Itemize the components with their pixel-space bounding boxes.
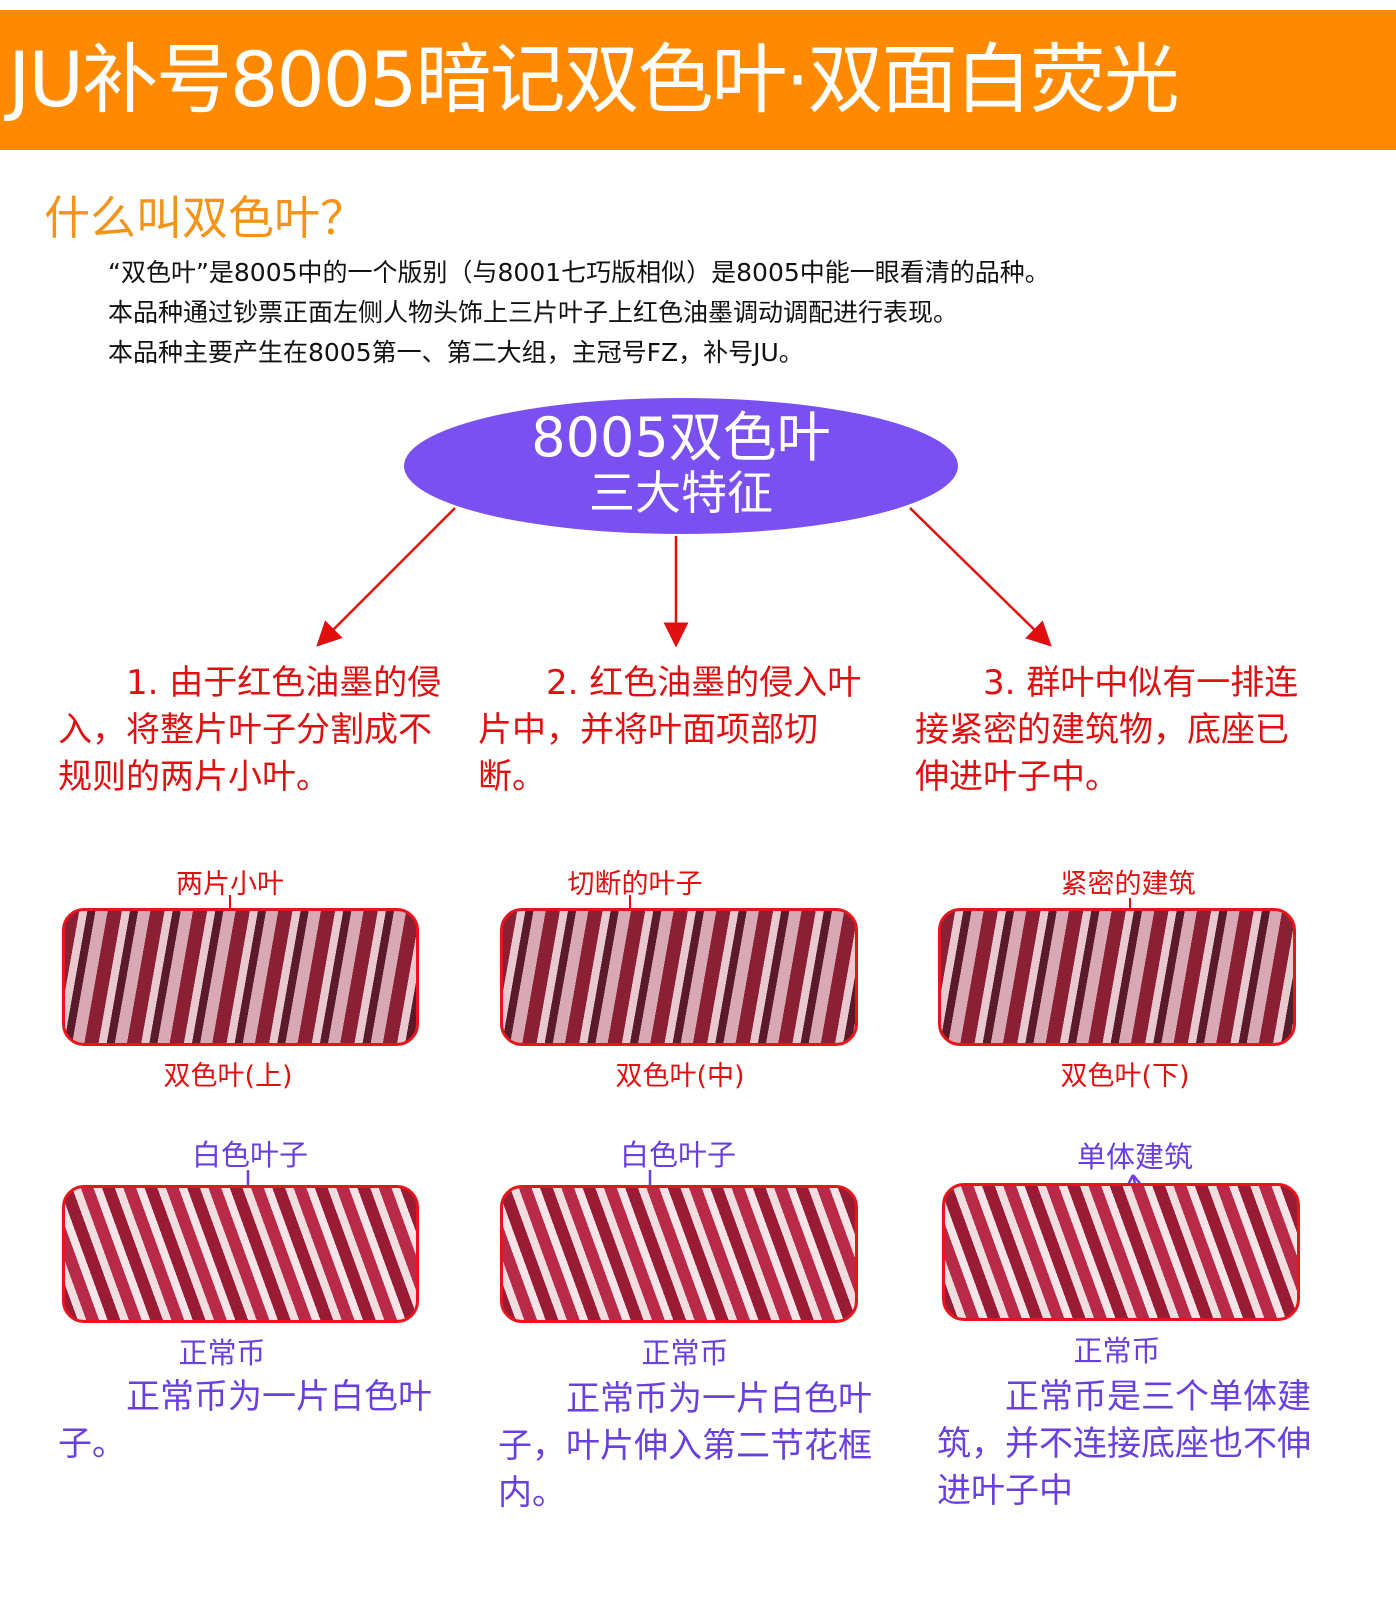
image-caption: 双色叶(中) [615, 1061, 745, 1092]
center-ellipse: 8005双色叶 三大特征 [404, 398, 958, 534]
intro-line: 本品种主要产生在8005第一、第二大组，主冠号FZ，补号JU。 [108, 338, 804, 367]
intro-line: 本品种通过钞票正面左侧人物头饰上三片叶子上红色油墨调动调配进行表现。 [108, 298, 959, 327]
callout-label: 白色叶子 [619, 1138, 736, 1172]
callout-label: 白色叶子 [191, 1138, 308, 1172]
callout-label: 两片小叶 [176, 869, 284, 900]
image-caption: 双色叶(上) [163, 1061, 293, 1092]
arrow-left [316, 507, 456, 647]
variant-image-middle [500, 908, 858, 1046]
section-heading: 什么叫双色叶？ [44, 191, 366, 245]
callout-label: 切断的叶子 [567, 869, 703, 900]
center-subtitle: 三大特征 [589, 466, 773, 520]
arrow-right [909, 507, 1052, 647]
callout-label: 单体建筑 [1076, 1140, 1193, 1174]
normal-image-2 [500, 1185, 858, 1323]
feature-3: 3. 群叶中似有一排连接紧密的建筑物，底座已伸进叶子中。 [915, 663, 1299, 797]
center-title: 8005双色叶 [531, 406, 831, 469]
image-caption: 正常币 [1073, 1334, 1161, 1368]
variant-image-bottom [938, 908, 1296, 1046]
title-banner: JU补号8005暗记双色叶·双面白荧光 [0, 10, 1396, 150]
normal-desc-1: 正常币为一片白色叶子。 [58, 1377, 432, 1464]
image-caption: 双色叶(下) [1060, 1061, 1190, 1092]
image-caption: 正常币 [641, 1336, 729, 1370]
normal-desc-3: 正常币是三个单体建筑，并不连接底座也不伸进叶子中 [937, 1377, 1311, 1511]
normal-image-3 [942, 1183, 1300, 1321]
callout-label: 紧密的建筑 [1060, 869, 1196, 900]
normal-image-1 [62, 1185, 419, 1323]
feature-2: 2. 红色油墨的侵入叶片中，并将叶面项部切断。 [478, 663, 862, 797]
image-caption: 正常币 [178, 1336, 266, 1370]
variant-image-top [62, 908, 419, 1046]
normal-desc-2: 正常币为一片白色叶子，叶片伸入第二节花框内。 [498, 1379, 872, 1513]
intro-line: “双色叶”是8005中的一个版别（与8001七巧版相似）是8005中能一眼看清的… [108, 258, 1050, 287]
feature-1: 1. 由于红色油墨的侵入，将整片叶子分割成不规则的两片小叶。 [58, 663, 442, 797]
